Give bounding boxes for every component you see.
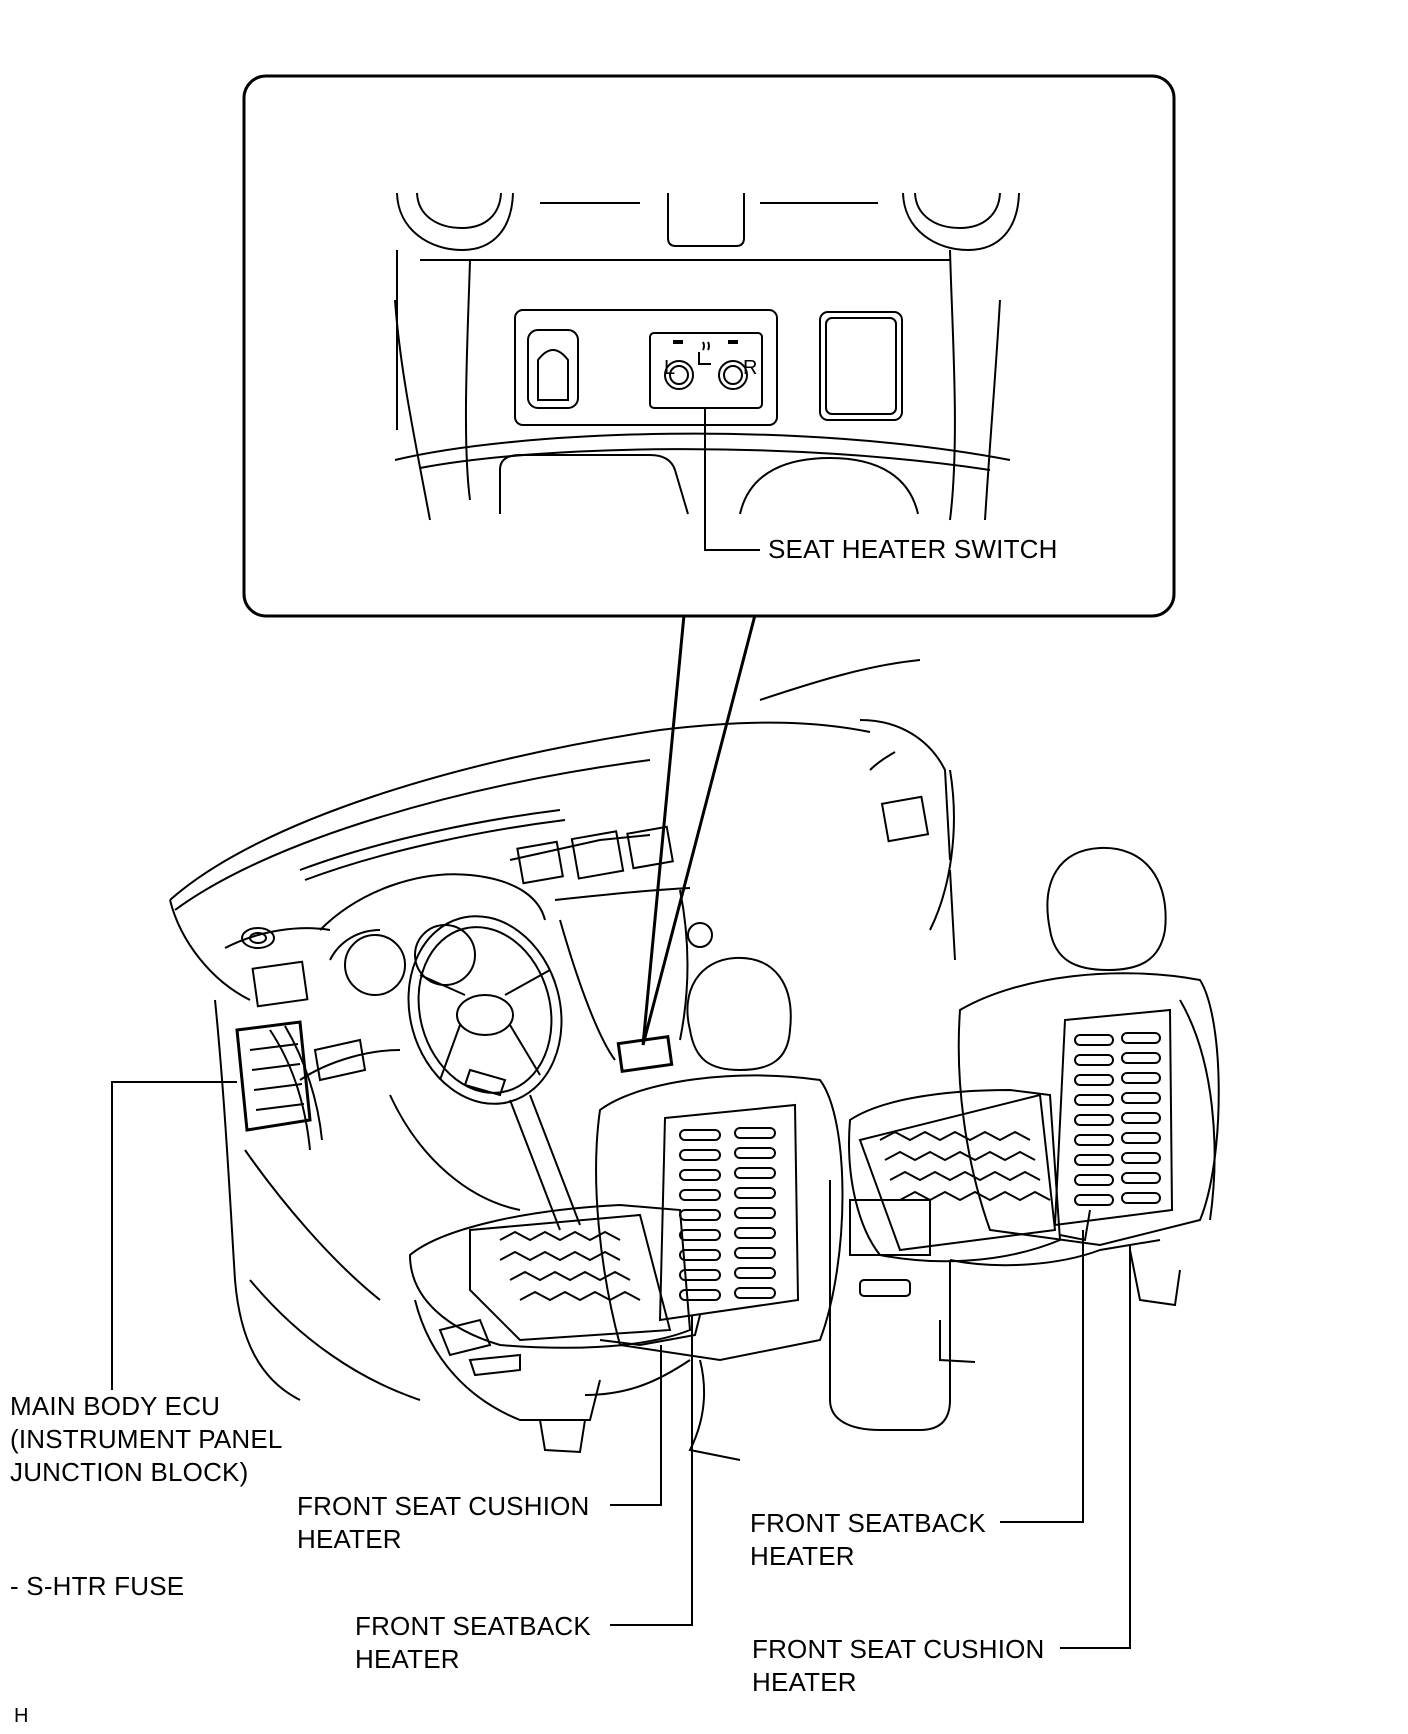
main-body-ecu-label-line3: JUNCTION BLOCK) bbox=[10, 1457, 249, 1487]
seat-heater-switch-leader bbox=[704, 408, 760, 551]
dash-top bbox=[169, 721, 871, 901]
right-vent bbox=[902, 192, 1020, 252]
dashboard bbox=[169, 659, 956, 1401]
storage-pocket bbox=[819, 311, 903, 421]
switch-left-mark: L bbox=[664, 357, 676, 379]
driver-seatback-heater bbox=[658, 1103, 800, 1322]
main-body-ecu-leader bbox=[111, 1081, 237, 1390]
driver-cushion-heater bbox=[469, 1213, 672, 1342]
front-seat-cushion-heater-left-line1: FRONT SEAT CUSHION bbox=[297, 1491, 590, 1521]
steering-column bbox=[509, 1099, 561, 1231]
front-seat-cushion-heater-left-line2: HEATER bbox=[297, 1524, 402, 1554]
seatback-right-leader bbox=[1000, 1230, 1084, 1523]
cushion-right-leader bbox=[1060, 1245, 1131, 1649]
windshield-pillar bbox=[759, 659, 921, 701]
s-htr-fuse-label: - S-HTR FUSE bbox=[10, 1571, 185, 1601]
hazard-switch bbox=[667, 193, 745, 247]
front-seatback-heater-left-line2: HEATER bbox=[355, 1644, 460, 1674]
cupholder-right bbox=[739, 456, 919, 515]
seat-heater-switch-location bbox=[616, 1034, 674, 1074]
driver-headrest bbox=[686, 956, 792, 1072]
left-heater-dial bbox=[664, 360, 694, 390]
seat-heater-icon bbox=[698, 341, 711, 365]
seatback-left-leader bbox=[610, 1315, 693, 1626]
passenger-seat bbox=[829, 846, 1220, 1431]
main-body-ecu bbox=[235, 1020, 323, 1151]
passenger-cushion-heater bbox=[858, 1093, 1057, 1252]
front-seatback-heater-right-line2: HEATER bbox=[750, 1541, 855, 1571]
corner-code: H bbox=[14, 1705, 29, 1727]
switch-panel bbox=[514, 309, 778, 426]
detail-callout bbox=[242, 74, 1176, 1046]
driver-seat bbox=[408, 956, 844, 1461]
callout-pointer bbox=[641, 614, 757, 1046]
center-console bbox=[829, 1180, 951, 1431]
left-vent bbox=[396, 192, 514, 252]
front-seat-cushion-heater-right-line2: HEATER bbox=[752, 1667, 857, 1697]
main-body-ecu-label-line1: MAIN BODY ECU bbox=[10, 1391, 221, 1421]
main-body-ecu-label-line2: (INSTRUMENT PANEL bbox=[10, 1424, 283, 1454]
front-seat-cushion-heater-right-line1: FRONT SEAT CUSHION bbox=[752, 1634, 1045, 1664]
passenger-headrest bbox=[1046, 846, 1167, 972]
switch-right-mark: R bbox=[743, 357, 758, 379]
cigarette-socket bbox=[527, 329, 579, 409]
front-seatback-heater-right-line1: FRONT SEATBACK bbox=[750, 1508, 986, 1538]
cushion-left-leader bbox=[610, 1345, 662, 1506]
steering-wheel bbox=[407, 915, 563, 1105]
callout-frame bbox=[242, 74, 1176, 618]
seat-heater-switch-label: SEAT HEATER SWITCH bbox=[768, 534, 1058, 564]
right-heater-dial bbox=[718, 360, 748, 390]
cupholder-left bbox=[499, 454, 689, 515]
passenger-seatback-heater bbox=[1053, 1008, 1174, 1227]
front-seatback-heater-left-line1: FRONT SEATBACK bbox=[355, 1611, 591, 1641]
